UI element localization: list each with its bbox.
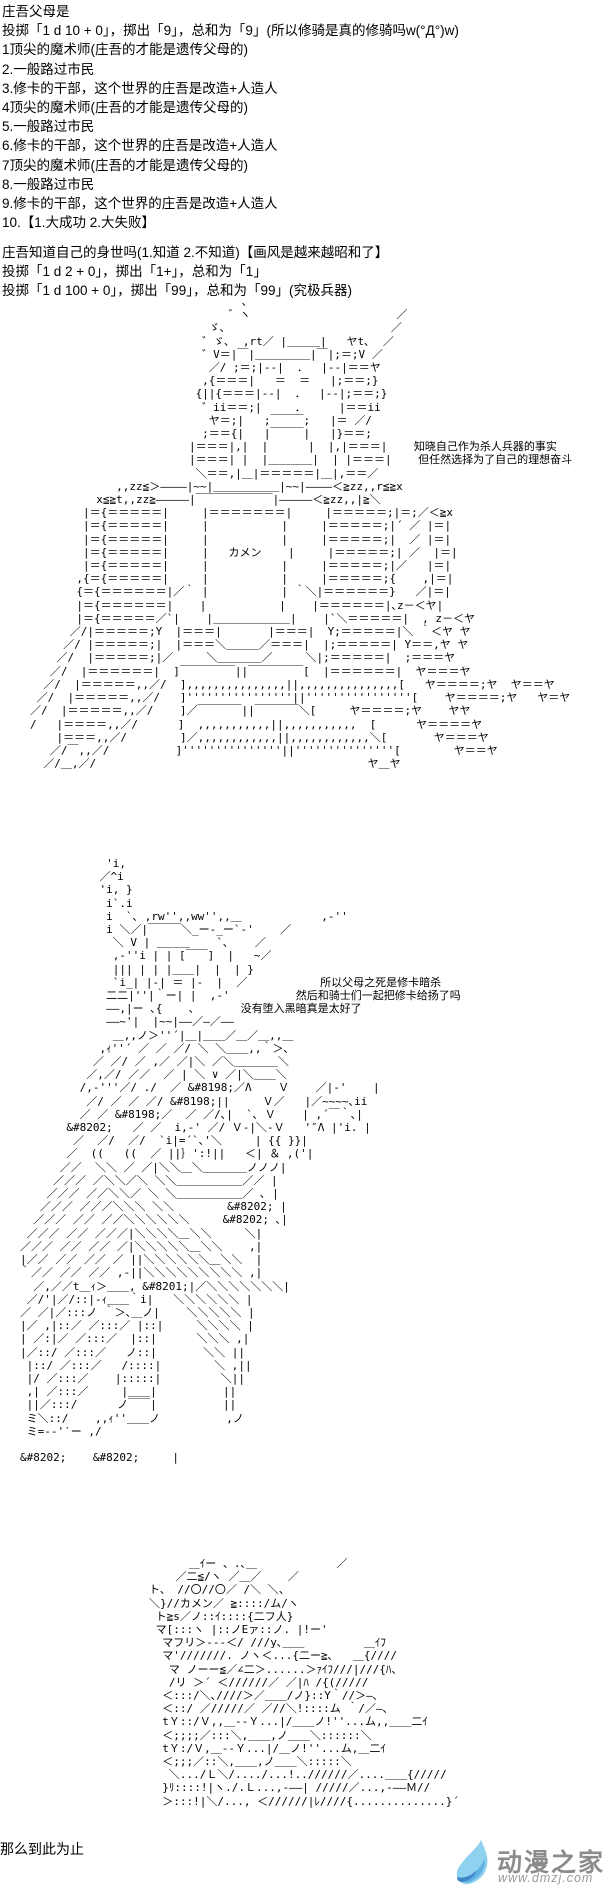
ascii-art-figure-2-kamen-rider: 'i, ／^i 'i, } i`.i i `､ ,rw'',,ww'',,＿ ,… (20, 857, 461, 1465)
birth-question-text: 庄吾知道自己的身世吗(1.知道 2.不知道)【画风是越来越昭和了】 投掷「1 d… (2, 245, 389, 299)
ascii-art-figure-3-kamen-rider: ＿ｲー 、.､＿ ／ ／二≦/ヽ ／＿／ ／ ト、 //〇//〇／ /＼ ＼、 … (148, 1557, 460, 1808)
dice-roll-intro-text: 庄吾父母是 投掷「1 d 10 + 0」，掷出「9」，总和为「9」(所以修骑是真… (2, 4, 459, 231)
dmzj-watermark: 动漫之家 www.dmzj.com (455, 1837, 610, 1889)
dmzj-site-url: www.dmzj.com (498, 1871, 594, 1885)
dmzj-flame-icon (456, 1840, 488, 1885)
dmzj-site-name: 动漫之家 (497, 1849, 606, 1877)
closing-line: 那么到此为止 (0, 1841, 84, 1857)
ascii-art-figure-1-kamen-rider: ､ ゛ヽ ／ ゞ､ ／ ゛ゞ､ ,rt／ |＿＿＿| ヤt､ ／ ゛V＝|￣|＿… (30, 295, 573, 771)
